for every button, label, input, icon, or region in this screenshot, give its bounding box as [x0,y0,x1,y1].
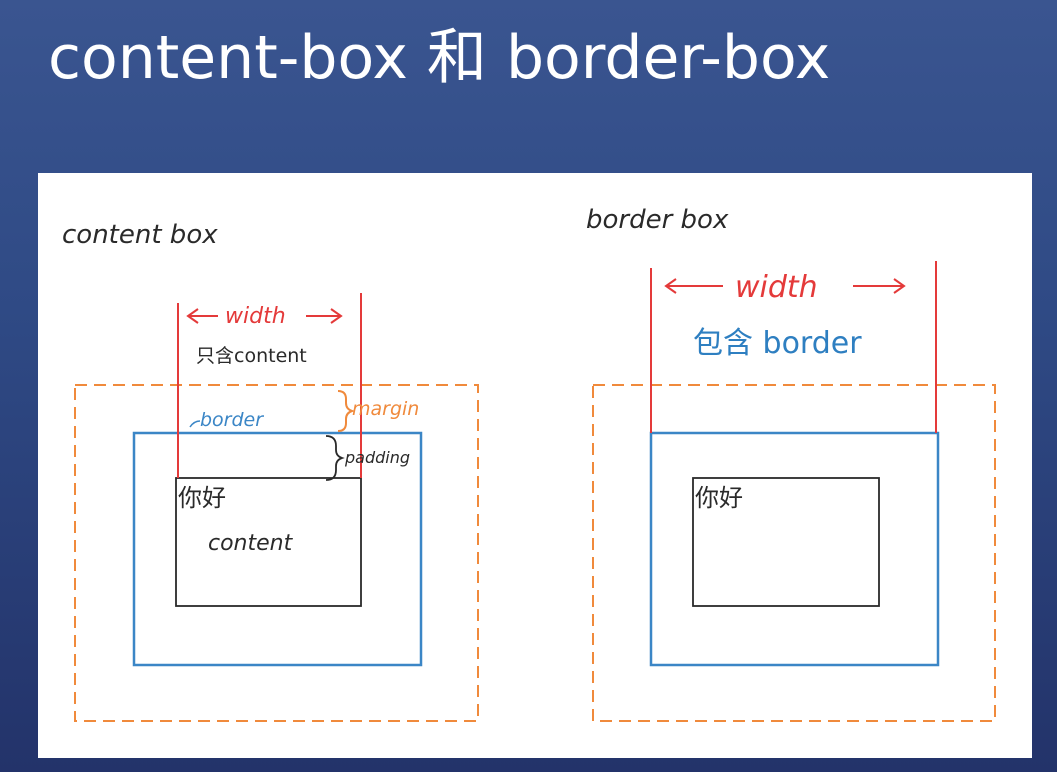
content-label: content [208,531,294,556]
border-box-diagram: border box width 包含 border 你好 [586,205,996,722]
box-model-diagram: content box width 只含content margin [62,205,996,722]
width-arrow [186,308,343,324]
border-outline-right [649,431,940,667]
content-greeting-right: 你好 [695,484,743,512]
content-outline-right [692,477,880,607]
width-note: 只含content [196,345,307,367]
margin-label: margin [352,398,419,420]
border-label: border [200,409,264,431]
content-outline [175,477,362,607]
padding-brace [325,435,345,481]
border-box-heading: border box [586,205,729,235]
content-greeting: 你好 [178,484,226,512]
width-arrow-right [664,278,906,294]
margin-outline-right [592,384,996,722]
width-label: width [225,304,286,329]
border-outline [132,431,423,667]
width-note-right: 包含 border [693,326,862,361]
diagram-canvas: content box width 只含content margin [38,173,1032,758]
border-pointer [189,420,201,428]
margin-outline [74,384,479,722]
content-box-diagram: content box width 只含content margin [62,220,479,722]
padding-label: padding [344,448,410,467]
content-box-heading: content box [62,220,218,250]
margin-brace [337,390,356,432]
width-label-right: width [735,270,818,305]
slide-title: content-box 和 border-box [48,23,831,93]
